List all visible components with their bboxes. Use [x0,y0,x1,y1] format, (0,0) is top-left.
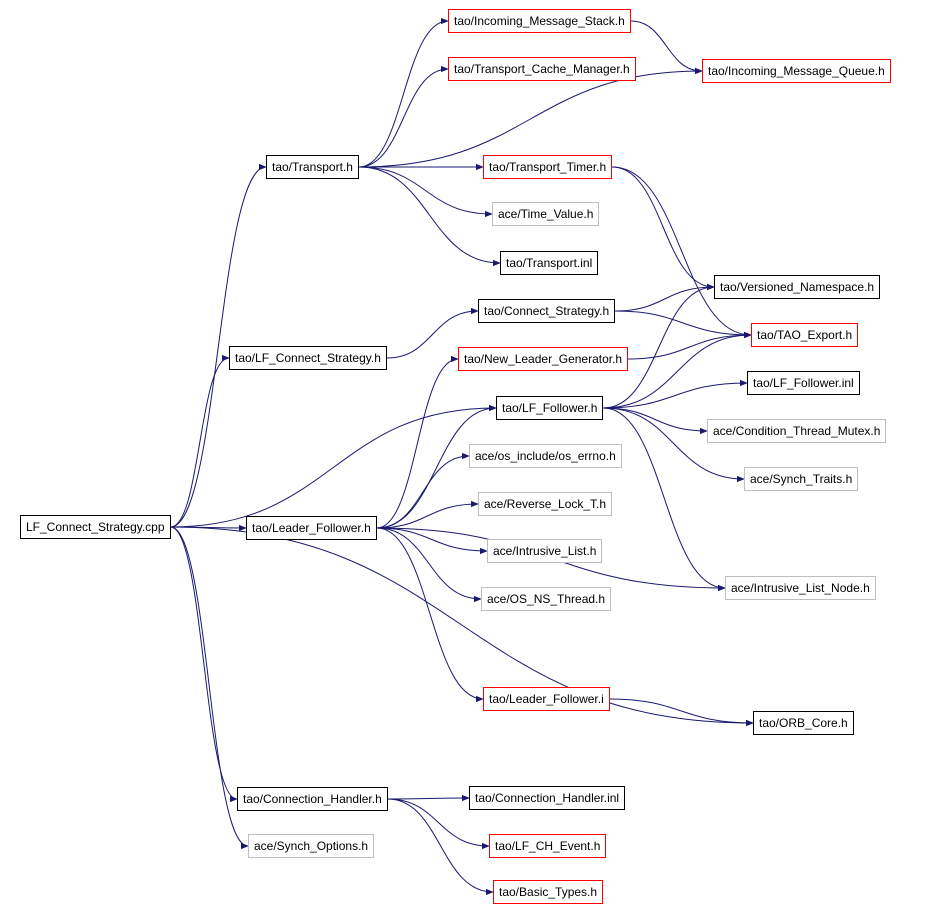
node-label: ace/Synch_Traits.h [750,472,853,486]
node-ims[interactable]: tao/Incoming_Message_Stack.h [448,9,631,33]
node-label: tao/Incoming_Message_Stack.h [454,14,625,28]
node-label: tao/Transport_Timer.h [489,160,607,174]
node-newleader[interactable]: tao/New_Leader_Generator.h [458,347,629,371]
edge-connhandler-to-lfchevent [387,798,490,850]
edge-lf-to-osnsthread [376,527,482,603]
edge-root-to-orbcore [170,526,754,727]
node-label: tao/Connect_Strategy.h [484,304,610,318]
node-connstrat[interactable]: tao/Connect_Strategy.h [478,299,616,323]
node-label: tao/Transport.inl [506,256,593,270]
edge-connhandler-to-chinl [387,794,470,802]
edge-lffollower-to-condmutex [603,407,708,435]
node-transport[interactable]: tao/Transport.h [266,155,359,179]
edge-connstrat-to-taoexport [615,310,752,339]
edge-transport-to-transportinl [358,166,501,267]
node-label: ace/Condition_Thread_Mutex.h [713,424,881,438]
node-label: tao/Transport_Cache_Manager.h [454,62,630,76]
node-intrlist[interactable]: ace/Intrusive_List.h [487,539,603,563]
node-basictypes[interactable]: tao/Basic_Types.h [493,880,604,904]
edge-ttimer-to-versioned [612,166,715,291]
edge-lfi-to-orbcore [609,698,754,727]
node-lffollowerinl[interactable]: tao/LF_Follower.inl [747,371,860,395]
node-condmutex[interactable]: ace/Condition_Thread_Mutex.h [707,419,887,443]
node-label: tao/Transport.h [272,160,353,174]
node-ttimer[interactable]: tao/Transport_Timer.h [483,155,613,179]
node-label: tao/LF_Follower.inl [753,376,854,390]
edge-lffollower-to-intrlistnode [603,407,726,592]
edge-lf-to-oserrno [376,452,470,529]
node-label: ace/Synch_Options.h [254,839,369,853]
edge-connhandler-to-basictypes [387,798,494,896]
edge-lffollower-to-versioned [603,283,715,409]
edge-root-to-transport [170,163,267,528]
edge-root-to-synchopt [170,526,249,850]
node-lf[interactable]: tao/Leader_Follower.h [246,516,377,540]
edge-lf-to-lfi [376,527,484,703]
node-label: ace/OS_NS_Thread.h [487,592,606,606]
node-label: ace/Intrusive_List.h [493,544,597,558]
node-label: LF_Connect_Strategy.cpp [26,520,165,534]
node-tcm[interactable]: tao/Transport_Cache_Manager.h [448,57,636,81]
node-revlock[interactable]: ace/Reverse_Lock_T.h [478,492,613,516]
node-label: tao/ORB_Core.h [759,716,848,730]
node-timevalue[interactable]: ace/Time_Value.h [492,202,600,226]
node-label: tao/TAO_Export.h [757,328,853,342]
edge-lf-to-intrlist [376,527,488,555]
edge-lffollower-to-taoexport [603,331,752,409]
edge-lffollower-to-synchtraits [603,407,745,483]
node-label: tao/Connection_Handler.inl [475,791,620,805]
node-transportinl[interactable]: tao/Transport.inl [500,251,599,275]
node-synchtraits[interactable]: ace/Synch_Traits.h [744,467,859,491]
node-label: tao/Versioned_Namespace.h [720,280,875,294]
node-intrlistnode[interactable]: ace/Intrusive_List_Node.h [725,576,876,600]
edge-root-to-lffollower [170,404,497,528]
node-connhandler[interactable]: tao/Connection_Handler.h [237,787,388,811]
node-versioned[interactable]: tao/Versioned_Namespace.h [714,275,881,299]
node-taoexport[interactable]: tao/TAO_Export.h [751,323,859,347]
node-label: tao/Incoming_Message_Queue.h [708,64,885,78]
edge-transport-to-ims [358,17,449,168]
node-label: tao/New_Leader_Generator.h [464,352,623,366]
edge-connstrat-to-versioned [615,283,715,312]
edge-lffollower-to-lffollowerinl [603,379,748,409]
node-orbcore[interactable]: tao/ORB_Core.h [753,711,854,735]
node-lffollower[interactable]: tao/LF_Follower.h [496,396,604,420]
node-root[interactable]: LF_Connect_Strategy.cpp [20,515,171,539]
node-label: tao/LF_Connect_Strategy.h [235,351,381,365]
edge-root-to-connhandler [170,526,238,803]
edge-ttimer-to-taoexport [612,166,752,339]
node-label: tao/Leader_Follower.h [252,521,371,535]
node-lfchevent[interactable]: tao/LF_CH_Event.h [489,834,607,858]
node-lfi[interactable]: tao/Leader_Follower.i [483,687,610,711]
node-synchopt[interactable]: ace/Synch_Options.h [248,834,375,858]
edge-newleader-to-taoexport [628,331,752,360]
node-label: tao/Leader_Follower.i [489,692,604,706]
node-label: tao/Basic_Types.h [499,885,598,899]
edge-root-to-lfcs [170,354,230,528]
edge-transport-to-tcm [358,65,449,168]
node-label: tao/LF_CH_Event.h [495,839,601,853]
edge-transport-to-timevalue [358,166,493,218]
edge-lfcs-to-connstrat [386,307,479,359]
node-imq[interactable]: tao/Incoming_Message_Queue.h [702,59,891,83]
node-label: tao/LF_Follower.h [502,401,598,415]
node-lfcs[interactable]: tao/LF_Connect_Strategy.h [229,346,387,370]
node-label: ace/os_include/os_errno.h [475,449,616,463]
node-label: tao/Connection_Handler.h [243,792,382,806]
edge-ims-to-imq [630,20,703,75]
edge-lf-to-newleader [376,355,459,529]
node-osnsthread[interactable]: ace/OS_NS_Thread.h [481,587,612,611]
node-label: ace/Reverse_Lock_T.h [484,497,607,511]
edge-transport-to-imq [358,67,703,168]
node-chinl[interactable]: tao/Connection_Handler.inl [469,786,626,810]
node-label: ace/Intrusive_List_Node.h [731,581,870,595]
node-label: ace/Time_Value.h [498,207,594,221]
edge-lf-to-revlock [376,500,479,529]
node-oserrno[interactable]: ace/os_include/os_errno.h [469,444,622,468]
